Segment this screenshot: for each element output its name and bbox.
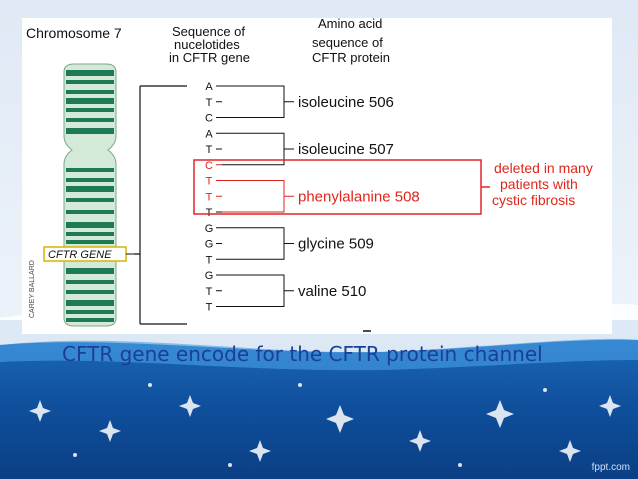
nucleotide-letter: T — [206, 191, 213, 203]
chromosome-band — [66, 90, 114, 94]
codon-bracket — [222, 227, 294, 260]
nucleotide-letter: T — [206, 286, 213, 298]
credit-text: CAREY BALLARD — [29, 260, 36, 318]
codon-bracket — [222, 85, 294, 118]
nucleotide-letter: T — [206, 207, 213, 219]
sequence-header: Sequence of nucelotides in CFTR gene — [169, 24, 250, 65]
chromosome-band — [66, 186, 114, 192]
diagram-panel: Chromosome 7 Sequence of nucelotides in … — [22, 16, 612, 334]
nucleotide-letter: T — [206, 144, 213, 156]
chromosome-band — [66, 70, 114, 76]
svg-text:sequence of: sequence of — [312, 35, 383, 50]
chromosome-band — [66, 222, 114, 228]
stars-decoration — [29, 383, 621, 467]
svg-text:deleted in many: deleted in many — [494, 160, 593, 176]
svg-text:cystic fibrosis: cystic fibrosis — [492, 192, 575, 208]
amino-acid-label: valine 510 — [298, 283, 366, 300]
nucleotide-letter: T — [206, 176, 213, 188]
svg-text:Sequence of: Sequence of — [172, 24, 245, 39]
chromosome-band — [66, 198, 114, 202]
gene-label: CFTR GENE — [48, 249, 112, 261]
chromosome-band — [66, 300, 114, 306]
chromosome-7 — [63, 63, 117, 327]
deletion-note: deleted in many patients with cystic fib… — [492, 160, 593, 208]
chromosome-band — [66, 310, 114, 314]
nucleotide-letter: T — [206, 302, 213, 314]
chromosome-band — [66, 280, 114, 284]
nucleotide-letter: G — [205, 239, 214, 251]
amino-header: Amino acid sequence of CFTR protein — [312, 16, 390, 65]
amino-acid-label: glycine 509 — [298, 236, 374, 253]
chromosome-band — [66, 240, 114, 244]
svg-text:patients with: patients with — [500, 176, 578, 192]
nucleotide-letter: C — [205, 160, 213, 172]
codon-brackets: isoleucine 506 isoleucine 507 phenylalanin… — [222, 85, 420, 307]
chromosome-header: Chromosome 7 — [26, 25, 122, 41]
gene-bracket — [134, 85, 187, 325]
chromosome-band — [66, 168, 114, 172]
chromosome-band — [66, 108, 114, 112]
codon-bracket — [222, 180, 294, 213]
chromosome-band — [66, 318, 114, 322]
nucleotide-letter: G — [205, 223, 214, 235]
nucleotide-letter: A — [205, 128, 213, 140]
nucleotide-letter: G — [205, 270, 214, 282]
amino-acid-label: phenylalanine 508 — [298, 188, 420, 205]
nucleotide-letter: T — [206, 97, 213, 109]
codon-bracket — [222, 132, 294, 166]
cftr-diagram: Chromosome 7 Sequence of nucelotides in … — [26, 16, 593, 332]
svg-text:nucelotides: nucelotides — [174, 37, 240, 52]
chromosome-band — [66, 98, 114, 104]
chromosome-band — [66, 118, 114, 122]
chromosome-band — [66, 80, 114, 84]
amino-acid-label: isoleucine 507 — [298, 141, 394, 158]
svg-text:CFTR protein: CFTR protein — [312, 50, 390, 65]
chromosome-band — [66, 210, 114, 214]
chromosome-band — [66, 290, 114, 294]
nucleotide-letter: T — [206, 254, 213, 266]
nucleotide-letter: A — [205, 81, 213, 93]
svg-text:Amino acid: Amino acid — [318, 18, 382, 31]
chromosome-band — [66, 268, 114, 274]
deletion-box — [193, 159, 482, 215]
slide-caption: CFTR gene encode for the CFTR protein ch… — [62, 342, 543, 366]
svg-text:in CFTR gene: in CFTR gene — [169, 50, 250, 65]
amino-acid-label: isoleucine 506 — [298, 94, 394, 111]
watermark: fppt.com — [591, 462, 630, 473]
codon-bracket — [222, 274, 294, 307]
nucleotide-letter: C — [205, 113, 213, 125]
chromosome-band — [66, 178, 114, 182]
chromosome-band — [66, 128, 114, 134]
chromosome-band — [66, 232, 114, 236]
